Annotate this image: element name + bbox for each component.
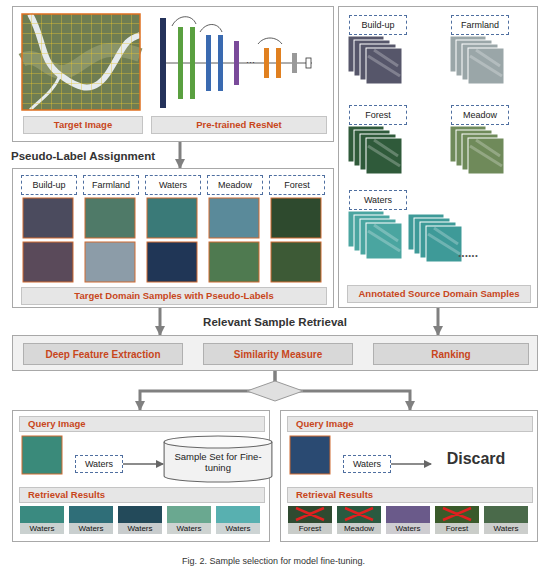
result-label: Forest xyxy=(435,523,479,534)
input-panel: Target Image Pre-trained ResNet xyxy=(12,6,334,142)
flow-arrow xyxy=(437,308,440,335)
process-box: Deep Feature Extraction xyxy=(23,343,183,365)
target-panel: Pseudo-Label AssignmentTarget Domain Sam… xyxy=(12,168,334,308)
process-box: Ranking xyxy=(373,343,529,365)
node-text: Build-up xyxy=(361,20,394,30)
flow-arrow xyxy=(391,463,431,465)
node-text: Deep Feature Extraction xyxy=(45,349,160,360)
ellipsis: ...... xyxy=(458,246,478,260)
node-text: Meadow xyxy=(463,110,497,120)
section-band: Retrieval Results xyxy=(287,487,533,503)
class-tag: Forest xyxy=(269,175,325,195)
svg-text:⋯: ⋯ xyxy=(246,58,255,68)
panel-band: Annotated Source Domain Samples xyxy=(347,285,531,303)
flow-arrow xyxy=(179,142,182,168)
flow-arrow xyxy=(159,308,162,335)
process-box: Similarity Measure xyxy=(203,343,353,365)
class-tag: Waters xyxy=(145,175,201,195)
class-tag: Build-up xyxy=(349,15,407,35)
class-tag: Farmland xyxy=(451,15,509,35)
class-tag: Waters xyxy=(349,190,407,210)
target-image xyxy=(22,14,140,110)
target-samples xyxy=(23,198,321,282)
node-text: Waters xyxy=(159,180,187,190)
result-label: Waters xyxy=(167,523,211,534)
node-text: Waters xyxy=(353,459,381,469)
node-text: Forest xyxy=(365,110,391,120)
panel-band: Target Domain Samples with Pseudo-Labels xyxy=(21,287,327,305)
class-tag: Farmland xyxy=(83,175,139,195)
class-tag: Meadow xyxy=(207,175,263,195)
result-label: Waters xyxy=(484,523,528,534)
result-label: Waters xyxy=(386,523,430,534)
sample-store: Sample Set for Fine-tuning xyxy=(163,435,273,483)
source-panel: Annotated Source Domain SamplesBuild-upF… xyxy=(338,6,538,308)
result-label: Meadow xyxy=(337,523,381,534)
resnet-icon: ⋯ xyxy=(160,17,312,108)
source-samples xyxy=(348,36,504,262)
node-text: Discard xyxy=(447,450,506,468)
step-heading: Relevant Sample Retrieval xyxy=(203,316,347,328)
section-band: Query Image xyxy=(19,416,265,432)
class-tag: Forest xyxy=(349,105,407,125)
result-label: Waters xyxy=(20,523,64,534)
panel-band: Pre-trained ResNet xyxy=(151,116,327,134)
result-label: Waters xyxy=(118,523,162,534)
section-band: Query Image xyxy=(287,416,533,432)
discard-node: Discard xyxy=(431,445,521,473)
node-text: Ranking xyxy=(431,349,470,360)
node-text: Similarity Measure xyxy=(234,349,322,360)
panel-band: Target Image xyxy=(23,116,143,134)
junction-diamond xyxy=(247,381,303,401)
retrieval-band: Relevant Sample RetrievalDeep Feature Ex… xyxy=(12,335,538,371)
node-text: Farmland xyxy=(461,20,499,30)
figure-caption: Fig. 2. Sample selection for model fine-… xyxy=(0,556,547,566)
section-band: Retrieval Results xyxy=(19,487,265,503)
flow-arrow xyxy=(123,463,163,465)
step-heading: Pseudo-Label Assignment xyxy=(11,150,155,162)
node-text: Waters xyxy=(85,459,113,469)
node-text: Meadow xyxy=(218,180,252,190)
class-tag: Waters xyxy=(75,455,123,473)
class-tag: Waters xyxy=(343,455,391,473)
node-text: Farmland xyxy=(92,180,130,190)
node-text: Sample Set for Fine-tuning xyxy=(163,444,273,474)
class-tag: Build-up xyxy=(21,175,77,195)
node-text: Build-up xyxy=(32,180,65,190)
query-samples xyxy=(20,436,528,534)
node-text: Waters xyxy=(364,195,392,205)
result-label: Forest xyxy=(288,523,332,534)
result-label: Waters xyxy=(216,523,260,534)
result-label: Waters xyxy=(69,523,113,534)
node-text: Forest xyxy=(284,180,310,190)
class-tag: Meadow xyxy=(451,105,509,125)
